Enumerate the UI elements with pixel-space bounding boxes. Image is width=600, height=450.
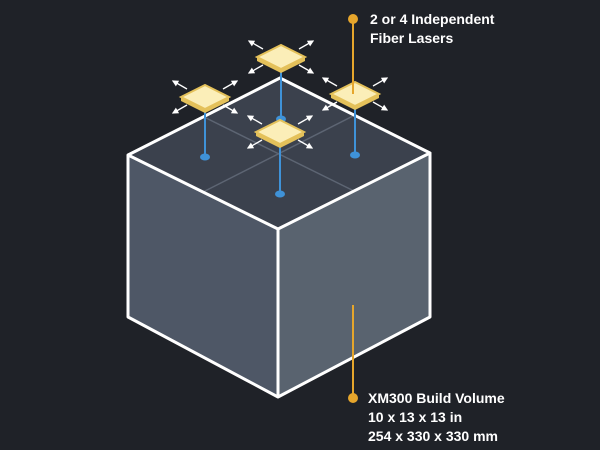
laser-spot (200, 153, 210, 161)
lasers-label: 2 or 4 Independent Fiber Lasers (370, 10, 494, 48)
laser-module-icon (321, 77, 389, 111)
laser-module-icon (247, 40, 315, 74)
lasers-label-line2: Fiber Lasers (370, 30, 454, 46)
four-way-arrows-icon (321, 77, 389, 111)
four-way-arrows-icon (171, 80, 239, 114)
laser-beams (204, 66, 356, 193)
callout-dot-icon (348, 393, 358, 403)
callout-dot-icon (348, 14, 358, 24)
four-way-arrows-icon (247, 40, 315, 74)
four-way-arrows-icon (246, 115, 314, 149)
build-volume-title: XM300 Build Volume (368, 390, 505, 406)
laser-module-icon (246, 115, 314, 149)
laser-spot (275, 190, 285, 198)
build-volume-inches: 10 x 13 x 13 in (368, 409, 463, 425)
laser-module-icon (171, 80, 239, 114)
build-volume-label: XM300 Build Volume 10 x 13 x 13 in 254 x… (368, 389, 505, 446)
cube-edges (126, 76, 432, 399)
lasers-label-line1: 2 or 4 Independent (370, 11, 495, 27)
laser-spot (350, 151, 360, 159)
build-volume-mm: 254 x 330 x 330 mm (368, 428, 498, 444)
